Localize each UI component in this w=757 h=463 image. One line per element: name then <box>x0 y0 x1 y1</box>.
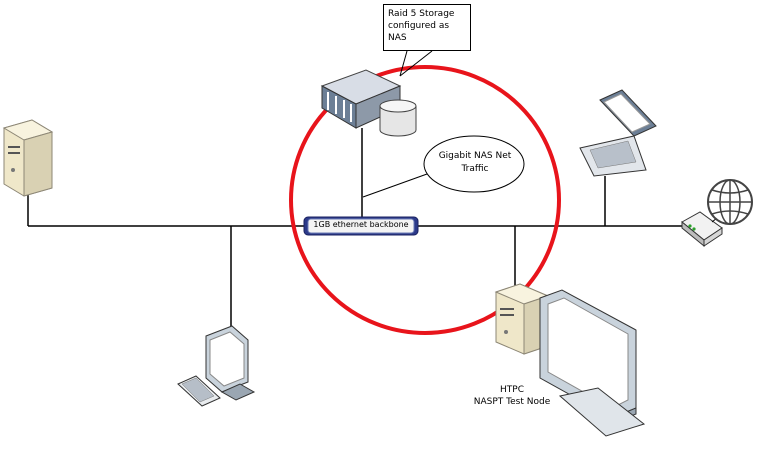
router-icon <box>681 211 723 248</box>
htpc-label-line-1: HTPC <box>500 385 524 395</box>
callout-pointer-2 <box>399 50 433 77</box>
htpc-label: HTPC NASPT Test Node <box>462 384 562 408</box>
nas-callout-line-2: configured as <box>388 21 450 31</box>
traffic-bubble-line-1: Gigabit NAS Net <box>438 151 512 161</box>
desktop-pc-icon <box>177 325 256 407</box>
tower-pc-icon <box>2 119 54 197</box>
disk-cylinder-icon <box>379 99 417 137</box>
callout-pointer-1 <box>399 50 408 77</box>
traffic-bubble-line-2: Traffic <box>461 164 489 174</box>
backbone-label: 1GB ethernet backbone <box>313 220 409 229</box>
nas-callout-line-1: Raid 5 Storage <box>388 9 455 19</box>
nas-server-icon <box>320 69 402 129</box>
traffic-bubble <box>423 135 525 193</box>
nas-callout-line-3: NAS <box>388 33 407 43</box>
traffic-bubble-text: Gigabit NAS Net Traffic <box>427 150 523 176</box>
nas-callout-box: Raid 5 Storage configured as NAS <box>383 4 471 51</box>
bubble-pointer <box>362 173 428 198</box>
htpc-monitor-icon <box>539 289 646 437</box>
htpc-label-line-2: NASPT Test Node <box>473 397 551 407</box>
globe-icon <box>707 179 753 225</box>
nas-traffic-ring <box>289 65 561 335</box>
laptop-icon <box>579 89 657 177</box>
